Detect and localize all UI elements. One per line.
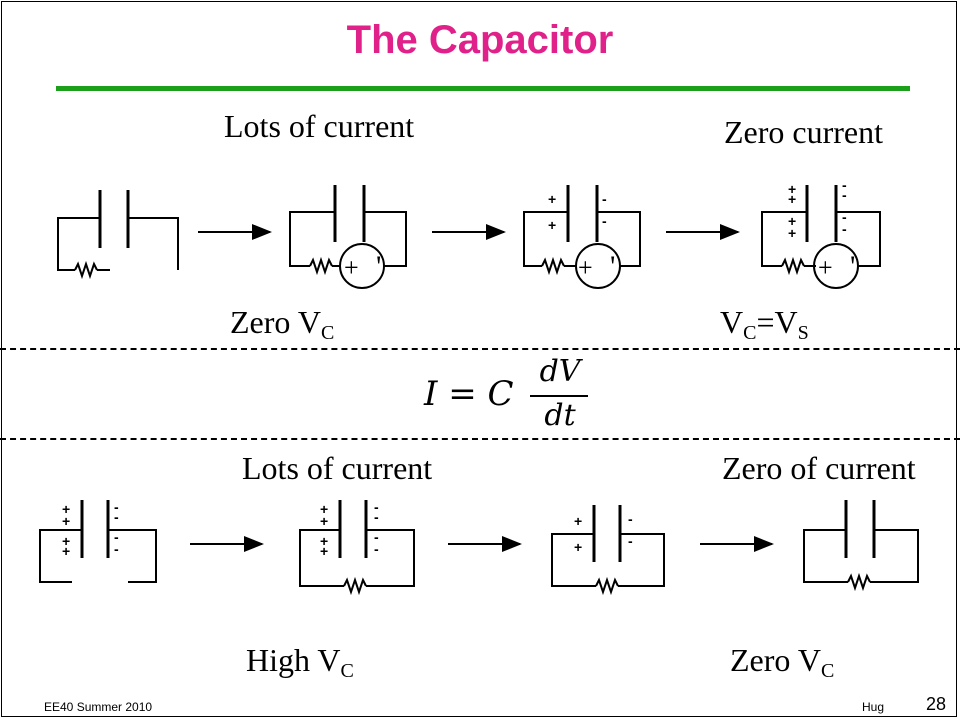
top-circuit-2 <box>289 185 407 289</box>
top-circuit-4 <box>761 185 881 289</box>
bottom-circuit-3 <box>551 505 665 596</box>
title-underline <box>56 86 910 91</box>
t4-minus-2: - <box>842 187 847 203</box>
t4-source-plus: + <box>818 253 833 282</box>
t4-minus-3: - <box>842 209 847 225</box>
dashed-divider-top <box>0 348 960 350</box>
b3-plus-2: + <box>574 539 582 555</box>
t4-minus-4: - <box>842 221 847 237</box>
t4-source-minus: ' <box>850 250 855 283</box>
top-circuit-1 <box>57 190 179 280</box>
t3-source-minus: ' <box>610 250 615 283</box>
b3-minus-1: - <box>628 511 633 527</box>
b1-plus-2: + <box>62 513 70 529</box>
t4-plus-4: + <box>788 225 796 241</box>
t2-source-minus: ' <box>376 250 381 283</box>
b1-minus-1: - <box>114 499 119 515</box>
t3-minus-2: - <box>602 213 607 229</box>
bottom-circuit-4 <box>803 500 919 592</box>
b2-minus-1: - <box>374 499 379 515</box>
b1-plus-4: + <box>62 543 70 559</box>
top-lots-of-current-label: Lots of current <box>224 108 415 144</box>
b2-minus-4: - <box>374 541 379 557</box>
dashed-divider-bottom <box>0 438 960 440</box>
bottom-lots-of-current-label: Lots of current <box>242 450 433 486</box>
t3-plus-1: + <box>548 191 556 207</box>
author-footer: Hug <box>862 700 885 714</box>
t4-minus-1: - <box>842 177 847 193</box>
bottom-zero-of-current-label: Zero of current <box>722 450 916 486</box>
b1-minus-4: - <box>114 541 119 557</box>
t3-minus-1: - <box>602 191 607 207</box>
b1-plus-3: + <box>62 533 70 549</box>
slide-title: The Capacitor <box>346 18 614 62</box>
top-circuit-3 <box>523 185 641 289</box>
b2-minus-3: - <box>374 529 379 545</box>
b1-plus-1: + <box>62 501 70 517</box>
bottom-zero-vc-label: Zero VC <box>730 642 835 682</box>
vc-equals-vs-label: VC=VS <box>720 304 809 344</box>
bottom-circuit-1 <box>39 500 157 583</box>
b1-minus-2: - <box>114 509 119 525</box>
t2-source-plus: + <box>344 253 359 282</box>
b2-plus-3: + <box>320 533 328 549</box>
bottom-circuit-2 <box>299 500 415 596</box>
b2-plus-2: + <box>320 513 328 529</box>
b3-plus-1: + <box>574 513 582 529</box>
b2-plus-1: + <box>320 501 328 517</box>
b1-minus-3: - <box>114 529 119 545</box>
t4-plus-1: + <box>788 181 796 197</box>
page-number: 28 <box>925 694 946 714</box>
t4-plus-2: + <box>788 191 796 207</box>
b3-minus-2: - <box>628 533 633 549</box>
top-zero-current-label: Zero current <box>724 114 884 150</box>
b2-plus-4: + <box>320 543 328 559</box>
top-zero-vc-label: Zero VC <box>230 304 335 344</box>
t3-source-plus: + <box>578 253 593 282</box>
capacitor-current-equation: I = C dV dt <box>420 350 590 440</box>
high-vc-label: High VC <box>246 642 354 682</box>
t4-plus-3: + <box>788 213 796 229</box>
b2-minus-2: - <box>374 509 379 525</box>
course-footer: EE40 Summer 2010 <box>44 700 153 714</box>
t3-plus-2: + <box>548 217 556 233</box>
